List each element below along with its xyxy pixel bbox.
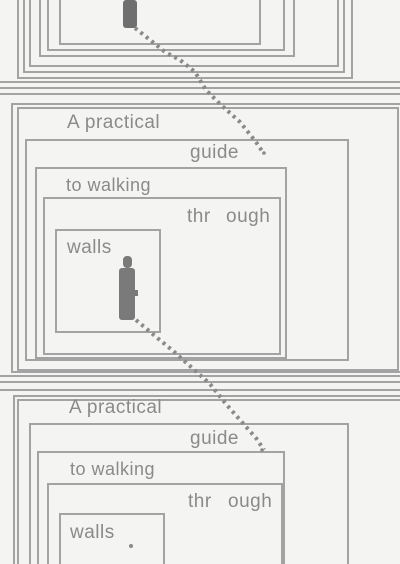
- trail-dots: [129, 26, 266, 548]
- panel-2-line-4b: ough: [228, 491, 273, 512]
- panel-2-line-5: walls: [70, 522, 115, 543]
- panel-1-line-1: A practical: [67, 112, 161, 133]
- panel-2-line-2: guide: [190, 428, 239, 449]
- top-partial-frames: [0, 0, 400, 95]
- panel-2-line-4a: thr: [188, 491, 212, 512]
- top-walking-figure-icon: [123, 0, 137, 28]
- middle-panel-frames: [0, 103, 400, 391]
- panel-2-line-1: A practical: [69, 397, 163, 418]
- panel-2-line-3: to walking: [70, 459, 156, 479]
- panel-1-line-4a: thr: [187, 206, 211, 227]
- bottom-panel-frames: [13, 395, 400, 564]
- panel-1-line-3: to walking: [66, 175, 152, 195]
- panel-1-line-5: walls: [67, 237, 112, 258]
- walking-figure-icon: [119, 256, 138, 320]
- panel-1-line-2: guide: [190, 142, 239, 163]
- panel-1-line-4b: ough: [226, 206, 271, 227]
